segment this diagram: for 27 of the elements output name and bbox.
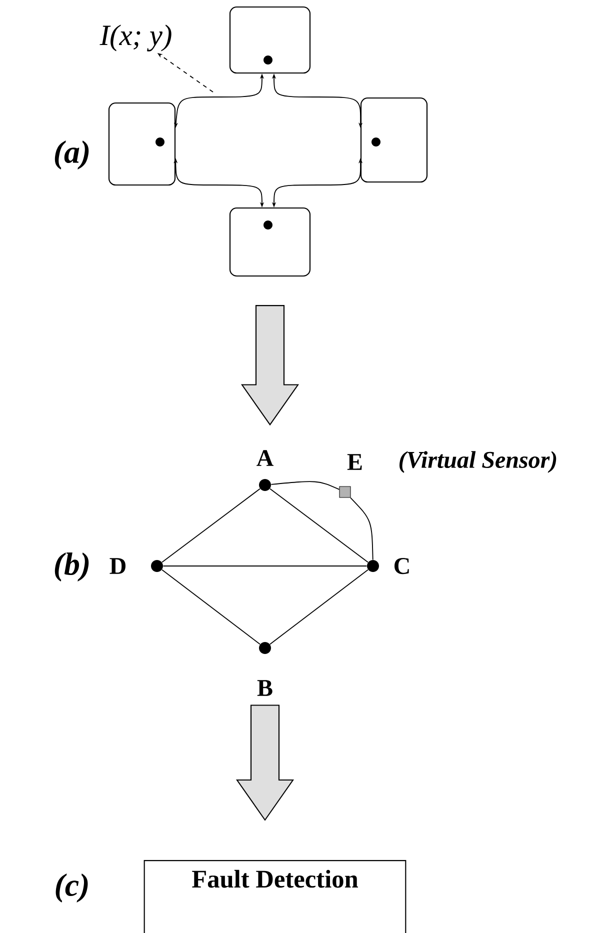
vertex-label: C — [394, 558, 409, 574]
graph-edge — [162, 488, 260, 563]
virtual-sensor-square — [339, 486, 351, 498]
sensor-box — [229, 6, 311, 74]
sensor-box — [360, 97, 428, 183]
graph-edge — [162, 569, 260, 645]
connector — [350, 497, 374, 560]
graph-vertex — [259, 479, 271, 491]
vertex-label: E — [347, 454, 362, 470]
graph-vertex — [367, 560, 379, 572]
graph-vertex — [259, 642, 271, 654]
panel-label: (b) — [54, 552, 89, 582]
vertex-label: A — [256, 450, 274, 466]
connector — [270, 481, 340, 490]
graph-edge — [270, 488, 368, 563]
process-box: Fault Detection — [144, 860, 406, 933]
annotation-text: (Virtual Sensor) — [400, 451, 556, 473]
sensor-box — [229, 207, 311, 277]
graph-edge — [270, 569, 368, 645]
sensor-box — [108, 102, 176, 186]
vertex-label: B — [257, 680, 272, 696]
block-arrow — [240, 305, 300, 426]
formula-label: I(x; y) — [100, 24, 172, 52]
block-arrow — [236, 704, 294, 821]
vertex-label: D — [110, 558, 126, 574]
graph-vertex — [151, 560, 163, 572]
panel-label: (c) — [56, 874, 88, 903]
